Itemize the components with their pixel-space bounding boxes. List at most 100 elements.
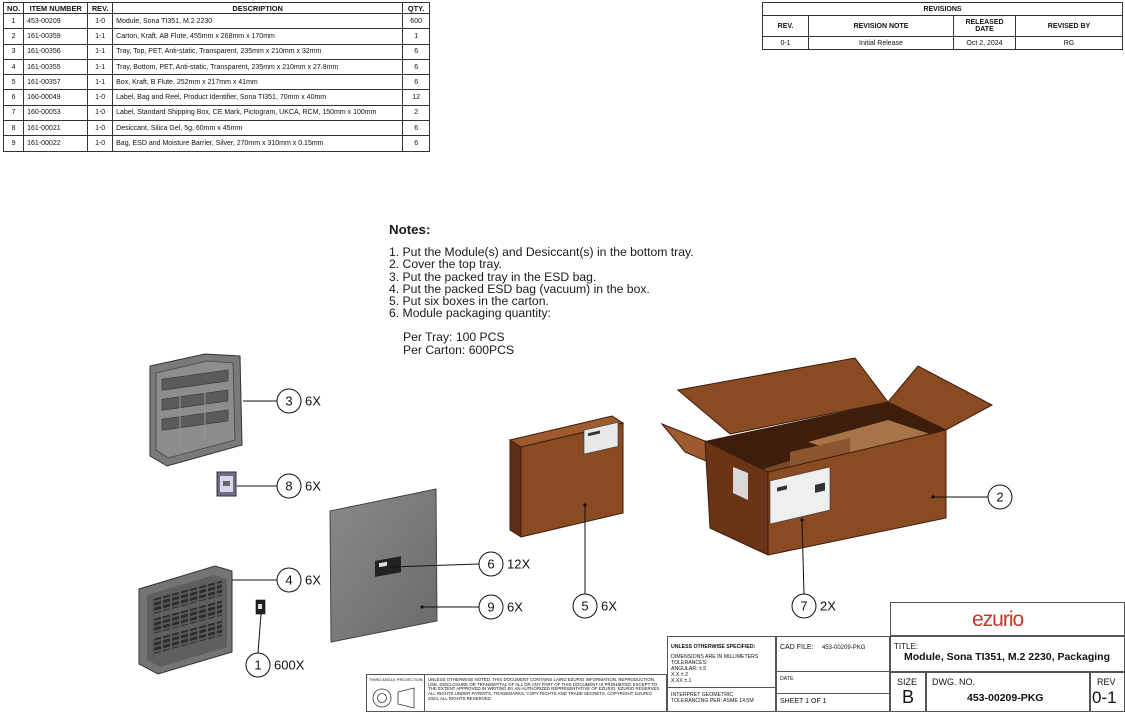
svg-text:6X: 6X: [305, 394, 321, 409]
xxx-tolerance: X.XX ±.1: [671, 678, 692, 684]
top-tray-illustration: [149, 353, 243, 467]
size-value: B: [902, 687, 915, 707]
packaging-quantity: Per Tray: 100 PCS Per Carton: 600PCS: [389, 330, 694, 357]
note-item: 6. Module packaging quantity:: [389, 306, 551, 321]
per-carton-quantity: Per Carton: 600PCS: [403, 342, 515, 357]
drawing-number-box: DWG. NO. 453-00209-PKG: [926, 672, 1090, 712]
balloon-item-8: 8 6X: [276, 473, 321, 499]
interpret-text: INTERPRET GEOMETRIC: [671, 692, 734, 698]
svg-text:1: 1: [254, 658, 261, 673]
drawing-title: Module, Sona TI351, M.2 2230, Packaging: [904, 651, 1110, 663]
inner-box-illustration: [508, 415, 625, 538]
balloon-item-5: 5 6X: [572, 593, 617, 619]
note-item: 3. Put the packed tray in the ESD bag.: [389, 269, 597, 284]
balloon-item-9: 9 6X: [478, 594, 523, 620]
balloon-item-1: 1 600X: [245, 652, 305, 678]
tolerances-text: TOLERANCES:: [671, 660, 708, 666]
svg-text:6X: 6X: [601, 599, 617, 614]
dwg-no-label: DWG. NO.: [932, 677, 975, 687]
rev-value: 0-1: [1092, 688, 1117, 707]
bom-cell-qty: 12: [402, 89, 431, 106]
assembly-notes: Notes: 1. Put the Module(s) and Desiccan…: [389, 222, 694, 357]
balloon-item-4: 4 6X: [276, 567, 321, 593]
tolerancing-standard: TOLERANCING PER: ASME 14.5M: [671, 698, 754, 704]
bom-cell-qty: 6: [402, 135, 431, 152]
dwg-no-value: 453-00209-PKG: [967, 692, 1044, 704]
projection-symbol-icon: [372, 687, 415, 709]
balloon-item-2: 2: [987, 484, 1013, 510]
unless-specified-text: UNLESS OTHERWISE SPECIFIED:: [671, 644, 756, 650]
cad-file-value: 453-00209-PKG: [822, 645, 866, 651]
carton-illustration: [660, 357, 994, 556]
size-box: SIZE B: [890, 672, 926, 712]
balloon-item-6: 6 12X: [478, 551, 530, 577]
svg-text:2X: 2X: [820, 599, 836, 614]
leader-dots: [420, 495, 935, 609]
svg-text:6X: 6X: [305, 479, 321, 494]
date-label: DATE: [780, 676, 794, 682]
svg-text:6X: 6X: [507, 600, 523, 615]
svg-text:12X: 12X: [507, 557, 530, 572]
svg-text:5: 5: [581, 599, 588, 614]
ezurio-logo: ezurio: [972, 608, 1024, 631]
proprietary-notice: UNLESS OTHERWISE NOTED, THIS DOCUMENT CO…: [428, 677, 660, 701]
bom-cell-rev: 1-0: [87, 135, 114, 152]
leader-lines: [232, 400, 988, 654]
esd-bag-illustration: [329, 488, 438, 643]
svg-text:600X: 600X: [274, 658, 305, 673]
revision-row: 0-1 Initial Release Oct 2, 2024 RG: [762, 36, 1123, 50]
bom-cell-no: 4: [2, 58, 25, 76]
svg-text:9: 9: [487, 600, 494, 615]
note-item: 1. Put the Module(s) and Desiccant(s) in…: [389, 245, 694, 260]
size-label: SIZE: [897, 677, 918, 687]
module-illustration: [255, 599, 266, 615]
bom-cell-no: 6: [2, 89, 25, 106]
notes-list: 1. Put the Module(s) and Desiccant(s) in…: [389, 246, 694, 319]
rev-cell-by: RG: [1015, 36, 1123, 50]
svg-text:8: 8: [285, 479, 292, 494]
title-label: TITLE:: [894, 642, 919, 651]
bom-header-row: NO. ITEM NUMBER REV. DESCRIPTION QTY.: [2, 2, 431, 14]
balloon-item-7: 7 2X: [791, 593, 836, 619]
revisions-table: REVISIONS REV. REVISION NOTE RELEASED DA…: [762, 2, 1123, 50]
xx-tolerance: X.X ±.2: [671, 672, 688, 678]
svg-text:4: 4: [285, 573, 292, 588]
note-item: 2. Cover the top tray.: [389, 257, 502, 272]
logo-box: [890, 602, 1125, 636]
svg-text:6: 6: [487, 557, 494, 572]
cad-file-label: CAD FILE:: [780, 644, 814, 651]
disclaimer-box: THIRD ANGLE PROJECTION UNLESS OTHERWISE …: [366, 674, 667, 712]
balloon-item-3: 3 6X: [276, 388, 321, 414]
item-balloons: 3 6X 8 6X 4 6X 1 600X 6 12X 9 6X: [245, 388, 1013, 678]
cad-info-box: CAD FILE: 453-00209-PKG DATE SHEET 1 OF …: [776, 636, 890, 712]
per-tray-quantity: Per Tray: 100 PCS: [403, 330, 505, 345]
title-box: TITLE: Module, Sona TI351, M.2 2230, Pac…: [890, 636, 1125, 672]
note-item: 5. Put six boxes in the carton.: [389, 294, 549, 309]
sheet-number: SHEET 1 OF 1: [780, 698, 827, 705]
angular-tolerance: ANGULAR: ±.5: [671, 666, 707, 672]
rev-label: REV: [1097, 677, 1116, 687]
svg-text:6X: 6X: [305, 573, 321, 588]
bom-cell-no: 9: [2, 135, 25, 152]
svg-text:7: 7: [800, 599, 807, 614]
notes-heading: Notes:: [389, 222, 431, 237]
third-angle-projection: THIRD ANGLE PROJECTION: [367, 675, 425, 711]
rev-box: REV 0-1: [1090, 672, 1125, 712]
note-item: 4. Put the packed ESD bag (vacuum) in th…: [389, 281, 650, 296]
svg-text:2: 2: [996, 490, 1003, 505]
dimensions-text: DIMENSIONS ARE IN MILLIMETERS: [671, 654, 759, 660]
desiccant-illustration: [216, 471, 237, 497]
bottom-tray-illustration: [138, 565, 233, 675]
bom-cell-no: 2: [2, 28, 25, 45]
tolerance-box: UNLESS OTHERWISE SPECIFIED: DIMENSIONS A…: [667, 636, 776, 712]
bom-cell-qty: 6: [402, 120, 431, 137]
svg-text:3: 3: [285, 394, 292, 409]
